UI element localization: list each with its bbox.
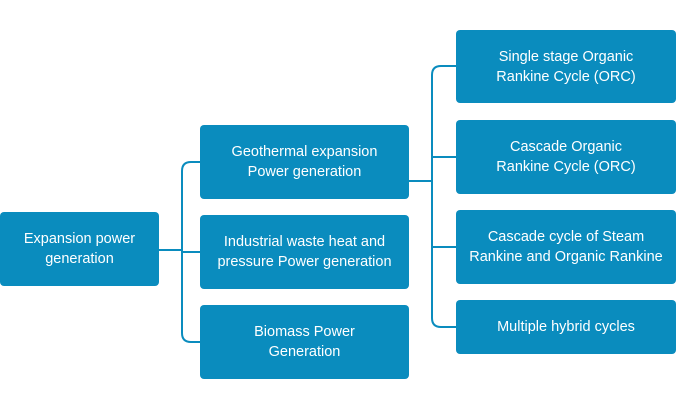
connector-root-to-level2 [159, 161, 200, 343]
node-label: Biomass Power Generation [254, 324, 355, 360]
node-cascade-orc: Cascade Organic Rankine Cycle (ORC) [456, 120, 676, 194]
root-node-expansion-power-generation: Expansion power generation [0, 212, 159, 286]
node-label: Geothermal expansion Power generation [231, 144, 378, 180]
node-multiple-hybrid-cycles: Multiple hybrid cycles [456, 300, 676, 354]
root-node-label: Expansion power generation [23, 231, 136, 267]
node-label: Industrial waste heat and pressure Power… [217, 234, 392, 270]
node-label: Multiple hybrid cycles [497, 319, 635, 335]
node-biomass-power: Biomass Power Generation [200, 305, 409, 379]
node-label: Cascade cycle of Steam Rankine and Organ… [469, 229, 663, 265]
node-label: Cascade Organic Rankine Cycle (ORC) [496, 139, 636, 175]
connector-geothermal-to-level3 [409, 65, 456, 328]
node-label: Single stage Organic Rankine Cycle (ORC) [496, 48, 636, 85]
node-cascade-steam-organic-rankine: Cascade cycle of Steam Rankine and Organ… [456, 210, 676, 284]
node-single-stage-orc: Single stage Organic Rankine Cycle (ORC) [456, 30, 676, 103]
node-geothermal-expansion: Geothermal expansion Power generation [200, 125, 409, 199]
node-industrial-waste-heat: Industrial waste heat and pressure Power… [200, 215, 409, 289]
